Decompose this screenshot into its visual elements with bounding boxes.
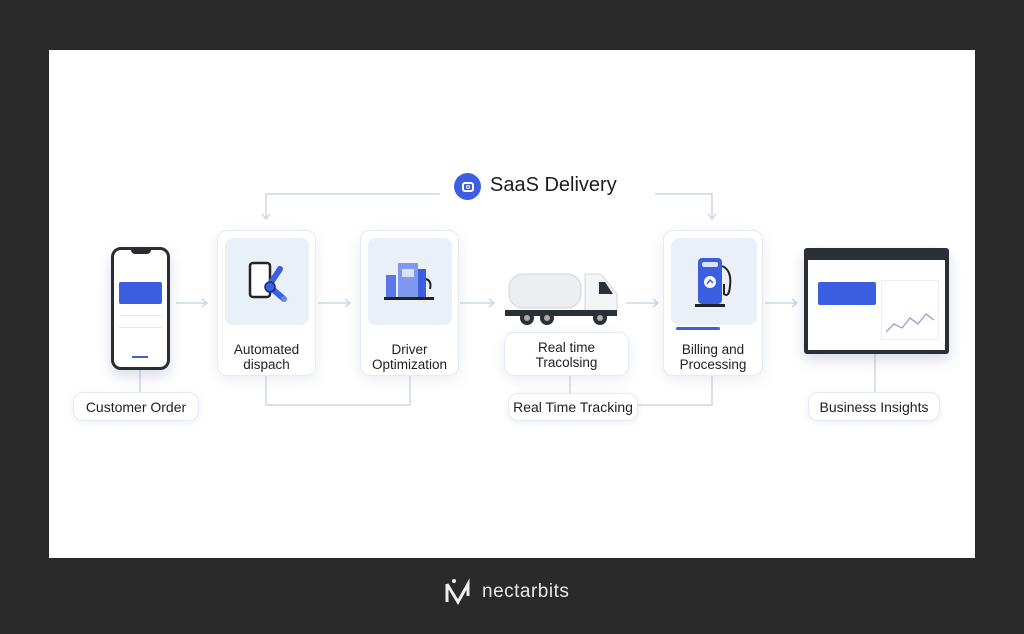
business-insights-label: Business Insights	[808, 392, 940, 421]
step-driver-optimization: Driver Optimization	[360, 230, 459, 376]
step-automated-dispatch: Automated dispach	[217, 230, 316, 376]
fuel-pump-icon	[671, 238, 757, 325]
diagram-title: SaaS Delivery	[490, 174, 617, 196]
step-label-line1: Billing and	[681, 342, 745, 357]
step-real-time-tracking: Real time Tracolsing	[504, 332, 629, 376]
top-connector-left	[265, 193, 440, 218]
step-label-line1: Driver	[391, 342, 428, 357]
step-billing-processing: Billing and Processing	[663, 230, 763, 376]
fuel-station-icon	[368, 238, 452, 325]
customer-order-label: Customer Order	[73, 392, 199, 421]
robot-arm-phone-icon	[225, 238, 309, 325]
bottom-connector-left	[265, 376, 411, 406]
step-label-line1: Automated	[233, 342, 300, 357]
camera-icon	[454, 173, 481, 200]
nectarbits-logo	[445, 578, 470, 605]
billing-progress-bar	[676, 327, 720, 330]
real-time-tracking-label: Real Time Tracking	[508, 393, 638, 421]
bottom-connector-right	[638, 376, 713, 406]
brand-name: nectarbits	[482, 581, 570, 602]
step-label-line1: Real time	[537, 340, 596, 355]
flow-arrows	[176, 298, 799, 308]
step-label-line2: dispach	[243, 357, 290, 372]
dashboard-monitor-icon	[804, 248, 949, 354]
step-label-line2: Optimization	[371, 357, 448, 372]
top-connector-right	[655, 193, 713, 218]
smartphone-icon	[111, 247, 170, 370]
tanker-truck-icon	[505, 273, 618, 325]
step-label-line2: Processing	[679, 357, 747, 372]
step-label-line2: Tracolsing	[535, 355, 598, 370]
